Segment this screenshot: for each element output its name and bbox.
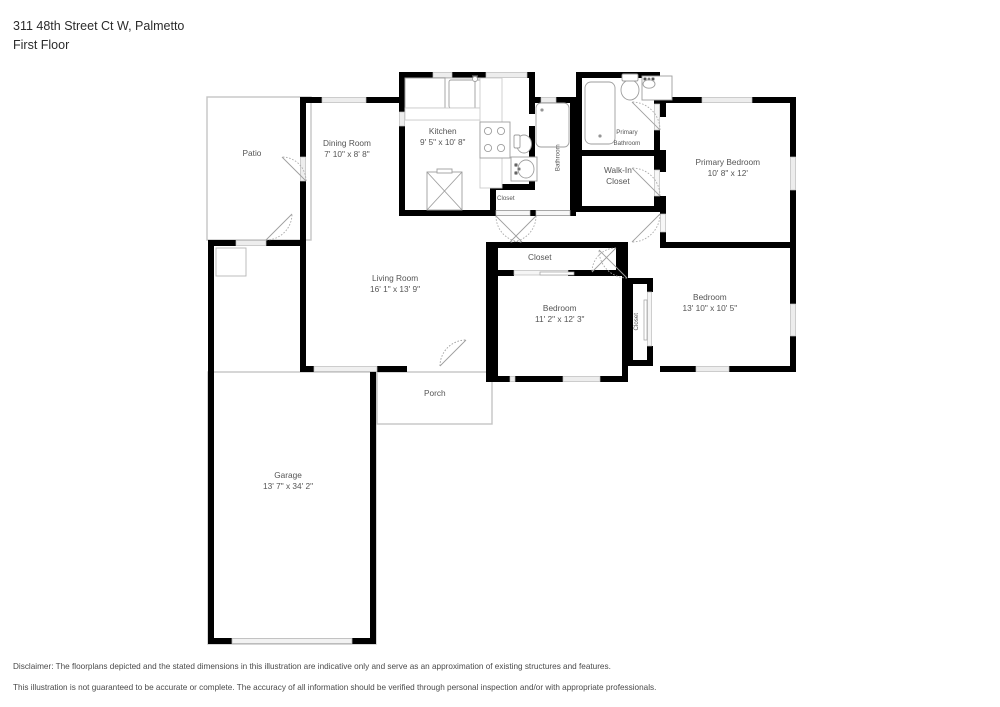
bathroom-sink-icon <box>510 156 538 182</box>
kitchen-counter <box>404 77 446 109</box>
disclaimer-block: Disclaimer: The floorplans depicted and … <box>13 661 973 703</box>
floor-label: First Floor <box>13 38 70 52</box>
fixtures <box>404 73 673 211</box>
bathtub-icon <box>535 102 570 148</box>
kitchen-range-icon <box>479 121 511 159</box>
primary-bathtub-icon <box>584 81 616 145</box>
disclaimer-line-1: Disclaimer: The floorplans depicted and … <box>13 662 611 671</box>
kitchen-appliance-icon <box>426 168 463 211</box>
primary-vanity-icon <box>641 75 673 101</box>
door-swings <box>265 101 661 367</box>
utility-box <box>215 247 247 277</box>
unheated-outlines <box>206 96 493 645</box>
plan-header: 311 48th Street Ct W, Palmetto First Flo… <box>13 18 184 54</box>
walls <box>208 72 796 644</box>
primary-toilet-icon <box>620 73 640 101</box>
door-leaves <box>265 101 661 367</box>
disclaimer-line-2: This illustration is not guaranteed to b… <box>13 683 657 692</box>
toilet-icon <box>513 134 532 154</box>
property-address: 311 48th Street Ct W, Palmetto <box>13 19 185 33</box>
